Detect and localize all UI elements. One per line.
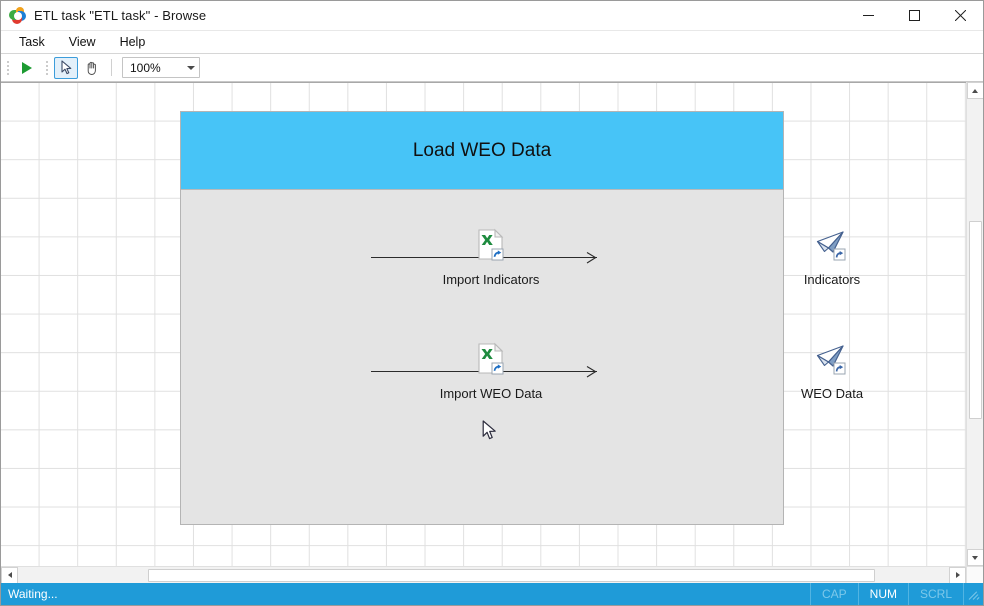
maximize-icon: [908, 10, 920, 21]
node-label: Import Indicators: [442, 272, 540, 287]
run-task-button[interactable]: [15, 57, 39, 79]
arrow-cursor-icon: [60, 60, 71, 75]
triangle-right-icon: [955, 572, 960, 578]
status-indicators: CAP NUM SCRL: [809, 583, 983, 605]
mouse-cursor: [482, 420, 498, 447]
chevron-down-icon[interactable]: [182, 65, 199, 70]
node-import-indicators[interactable]: Import Indicators: [426, 228, 556, 287]
vertical-scroll-thumb[interactable]: [968, 220, 982, 419]
triangle-up-icon: [972, 88, 978, 93]
menu-item-view[interactable]: View: [68, 34, 96, 49]
etl-circular-logo-icon: [9, 6, 27, 25]
node-weo-data[interactable]: WEO Data: [767, 342, 897, 401]
toolbar: 100%: [1, 54, 983, 82]
arrowhead-icon: [586, 366, 597, 378]
node-label: WEO Data: [800, 386, 864, 401]
vertical-scroll-track[interactable]: [966, 99, 983, 549]
minimize-button[interactable]: [845, 1, 891, 31]
excel-import-file-icon: [473, 228, 509, 264]
excel-import-file-icon: [473, 342, 509, 378]
scrollbar-corner: [966, 566, 983, 583]
select-tool-button[interactable]: [54, 56, 78, 79]
resize-grip-icon[interactable]: [963, 583, 983, 605]
horizontal-scroll-track[interactable]: [18, 566, 949, 583]
paper-plane-output-icon: [814, 342, 850, 378]
diagram-title: Load WEO Data: [412, 139, 552, 161]
close-button[interactable]: [937, 1, 983, 31]
node-label: Indicators: [803, 272, 861, 287]
scroll-right-button[interactable]: [949, 566, 966, 583]
horizontal-scrollbar[interactable]: [1, 566, 966, 583]
status-bar: Waiting... CAP NUM SCRL: [1, 583, 983, 605]
diagram-canvas[interactable]: Load WEO Data: [1, 82, 966, 566]
scroll-left-button[interactable]: [1, 566, 18, 583]
vertical-scrollbar[interactable]: [966, 82, 983, 566]
zoom-level-value: 100%: [130, 60, 161, 75]
diagram-header: Load WEO Data: [181, 112, 783, 190]
close-icon: [954, 10, 966, 21]
node-label: Import WEO Data: [439, 386, 543, 401]
status-badge-cap: CAP: [809, 583, 858, 605]
window-title: ETL task "ETL task" - Browse: [34, 8, 207, 23]
minimize-icon: [862, 15, 874, 16]
toolbar-grip-2[interactable]: [43, 57, 50, 79]
arrow-pointer-icon: [482, 420, 496, 440]
hand-icon: [87, 61, 96, 75]
node-import-weo-data[interactable]: Import WEO Data: [426, 342, 556, 401]
play-icon: [22, 61, 32, 74]
menu-item-help[interactable]: Help: [119, 34, 146, 49]
triangle-down-icon: [972, 555, 978, 560]
scroll-up-button[interactable]: [966, 82, 983, 99]
arrowhead-icon: [586, 252, 597, 264]
toolbar-grip-1[interactable]: [4, 57, 11, 79]
window-controls: [845, 1, 983, 31]
horizontal-scroll-thumb[interactable]: [148, 568, 875, 582]
scroll-down-button[interactable]: [966, 549, 983, 566]
title-bar: ETL task "ETL task" - Browse: [1, 1, 983, 31]
toolbar-separator: [111, 59, 112, 76]
triangle-left-icon: [7, 572, 12, 578]
node-indicators[interactable]: Indicators: [767, 228, 897, 287]
diagram-body: Import Indicators: [181, 190, 863, 524]
maximize-button[interactable]: [891, 1, 937, 31]
status-badge-scrl: SCRL: [907, 583, 963, 605]
zoom-level-select[interactable]: 100%: [122, 57, 200, 78]
status-badge-num: NUM: [857, 583, 908, 605]
paper-plane-output-icon: [814, 228, 850, 264]
menu-item-task[interactable]: Task: [19, 34, 45, 49]
menu-bar: Task View Help: [1, 31, 983, 54]
editor-body: Load WEO Data: [1, 82, 983, 583]
pan-tool-button[interactable]: [80, 57, 104, 79]
status-message: Waiting...: [8, 587, 58, 601]
etl-task-container[interactable]: Load WEO Data: [180, 111, 863, 525]
